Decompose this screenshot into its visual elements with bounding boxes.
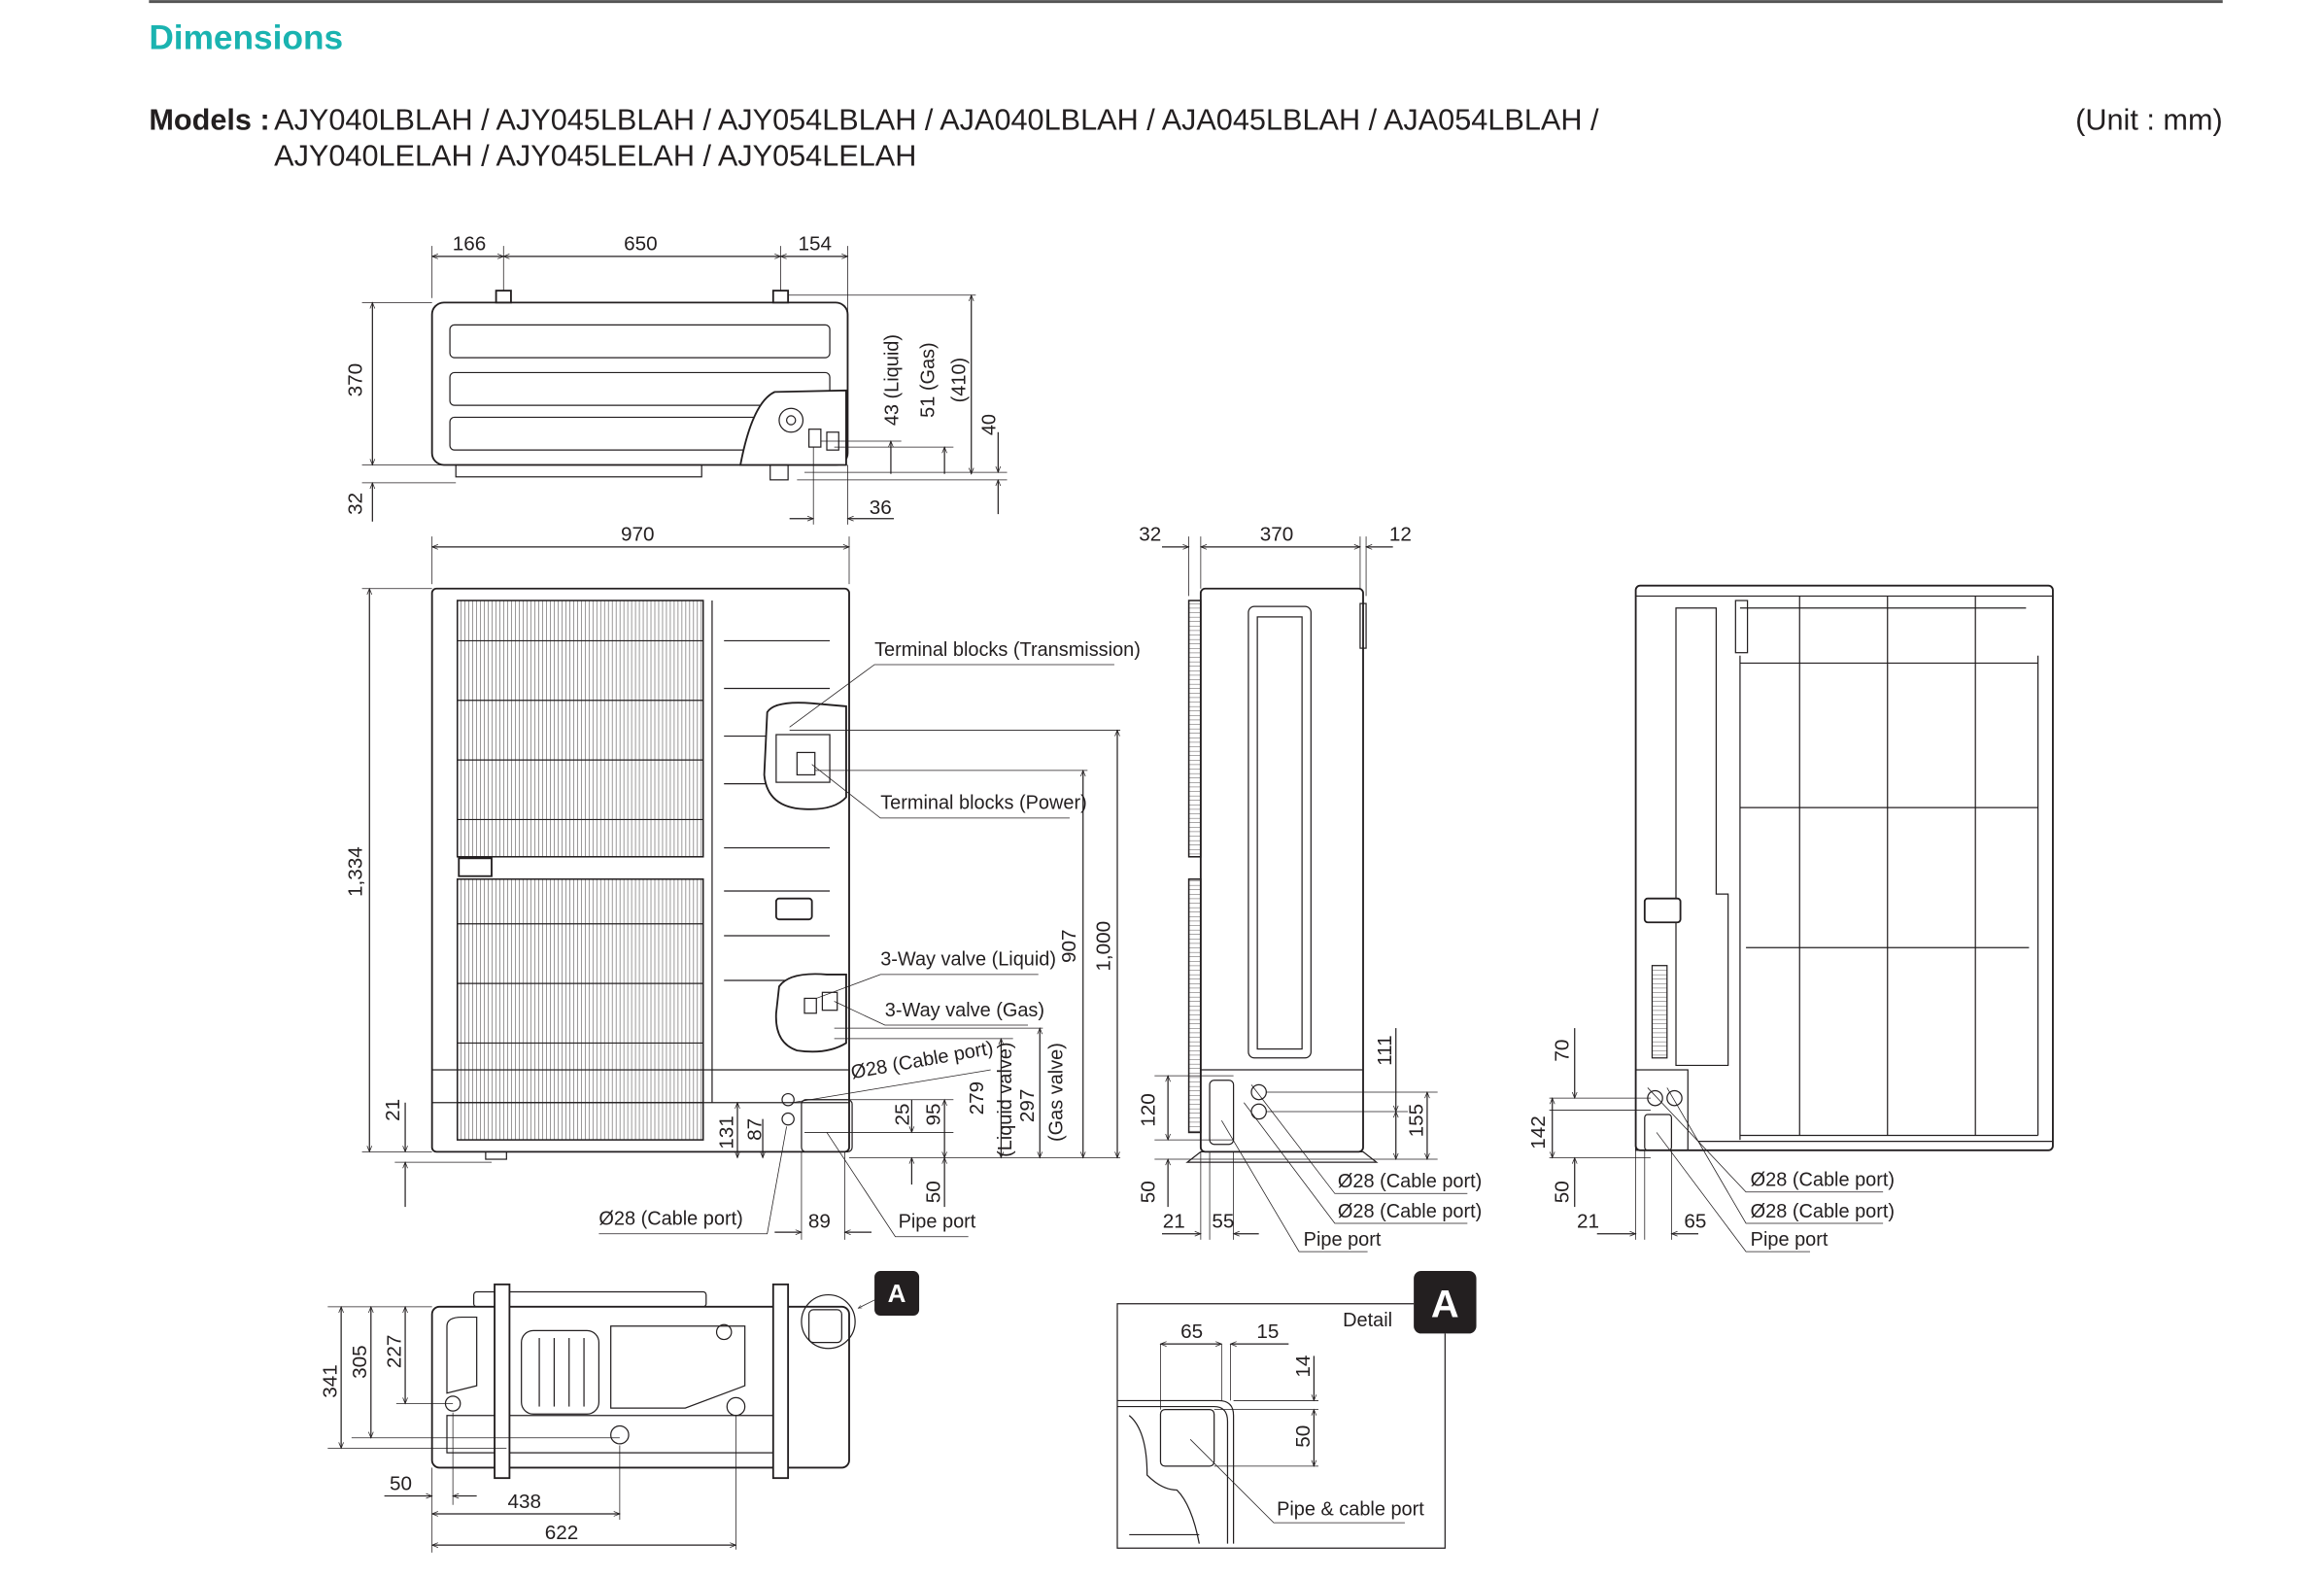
- detail-dim-14: 14: [1292, 1355, 1315, 1378]
- label-gas-valve: (Gas valve): [1045, 1043, 1067, 1142]
- dim-front-95: 95: [923, 1104, 945, 1126]
- dim-bottom-341: 341: [320, 1364, 342, 1398]
- dim-front-25: 25: [891, 1104, 913, 1126]
- dim-bottom-50: 50: [390, 1472, 412, 1494]
- label-terminal-transmission: Terminal blocks (Transmission): [874, 639, 1141, 661]
- dim-top-51-gas: 51 (Gas): [917, 342, 939, 417]
- dim-top-370: 370: [345, 363, 367, 397]
- dim-top-36: 36: [870, 497, 892, 519]
- dim-bottom-227: 227: [383, 1335, 405, 1369]
- detail-dim-65: 65: [1180, 1321, 1203, 1343]
- dim-front-87: 87: [744, 1118, 767, 1141]
- dim-front-907: 907: [1058, 930, 1080, 964]
- dim-top-166: 166: [453, 233, 487, 256]
- dim-front-1334: 1,334: [345, 846, 367, 897]
- dim-rear-50: 50: [1552, 1181, 1574, 1203]
- label-liquid-valve: (Liquid valve): [995, 1042, 1016, 1156]
- dim-side-50: 50: [1137, 1181, 1159, 1203]
- dim-rear-142: 142: [1527, 1115, 1550, 1149]
- page-title: Dimensions: [149, 19, 343, 57]
- models-label: Models :: [149, 104, 269, 137]
- dim-bottom-305: 305: [349, 1345, 371, 1379]
- dim-front-131: 131: [715, 1115, 737, 1149]
- top-view: 166 650 154 370 32 43 (Liquid) 51 (Gas) …: [345, 233, 1008, 525]
- label-cable-port-upper: Ø28 (Cable port): [849, 1038, 995, 1083]
- dim-side-111: 111: [1374, 1035, 1396, 1065]
- dim-rear-70: 70: [1552, 1040, 1574, 1062]
- front-view: 970 1,334 21 Terminal blocks (Transmissi…: [345, 524, 1141, 1240]
- dim-side-55: 55: [1212, 1211, 1234, 1233]
- label-side-cable-port-1: Ø28 (Cable port): [1338, 1171, 1482, 1192]
- label-rear-pipe-port: Pipe port: [1751, 1229, 1828, 1251]
- detail-port-label: Pipe & cable port: [1277, 1499, 1424, 1521]
- rear-view: 70 142 50 21 65 Ø28 (Cable port) Ø28 (Ca…: [1527, 584, 2054, 1252]
- models-line-1: AJY040LBLAH / AJY045LBLAH / AJY054LBLAH …: [274, 104, 1599, 137]
- dim-side-12: 12: [1389, 524, 1412, 546]
- label-valve-liquid: 3-Way valve (Liquid): [880, 949, 1056, 971]
- detail-a: A Detail 65 15 14 50 Pipe & cable port: [1116, 1271, 1477, 1549]
- dim-top-40: 40: [978, 414, 1000, 435]
- unit-label: (Unit : mm): [2075, 104, 2223, 137]
- dim-front-1000: 1,000: [1092, 921, 1114, 972]
- dim-top-43-liquid: 43 (Liquid): [882, 334, 904, 426]
- bottom-view: A 341 305 227 50 438 622: [320, 1271, 920, 1553]
- dim-front-21: 21: [382, 1099, 404, 1121]
- dim-bottom-438: 438: [507, 1491, 541, 1513]
- label-cable-port-lower: Ø28 (Cable port): [598, 1209, 742, 1230]
- detail-dim-50: 50: [1292, 1425, 1315, 1448]
- label-pipe-port: Pipe port: [899, 1212, 976, 1233]
- dim-rear-21: 21: [1577, 1211, 1599, 1233]
- dim-side-32: 32: [1139, 524, 1161, 546]
- models-line-2: AJY040LELAH / AJY045LELAH / AJY054LELAH: [274, 139, 916, 172]
- dim-top-154: 154: [798, 233, 832, 256]
- label-valve-gas: 3-Way valve (Gas): [885, 1000, 1044, 1021]
- bottom-detail-marker: A: [888, 1279, 906, 1308]
- label-terminal-power: Terminal blocks (Power): [880, 793, 1087, 814]
- dim-top-650: 650: [624, 233, 658, 256]
- dim-front-297: 297: [1016, 1089, 1039, 1123]
- dim-rear-65: 65: [1684, 1211, 1706, 1233]
- label-rear-cable-port-1: Ø28 (Cable port): [1751, 1170, 1895, 1191]
- dim-top-410: (410): [949, 358, 971, 403]
- dim-side-370: 370: [1260, 524, 1294, 546]
- dim-front-279: 279: [966, 1081, 988, 1115]
- dim-front-970: 970: [621, 524, 655, 546]
- detail-dim-15: 15: [1256, 1321, 1279, 1343]
- dim-side-120: 120: [1137, 1093, 1159, 1127]
- label-rear-cable-port-2: Ø28 (Cable port): [1751, 1201, 1895, 1222]
- dim-side-155: 155: [1405, 1104, 1427, 1138]
- dim-side-21: 21: [1163, 1211, 1185, 1233]
- dim-front-89: 89: [808, 1211, 831, 1233]
- dim-bottom-622: 622: [545, 1522, 579, 1544]
- label-side-cable-port-2: Ø28 (Cable port): [1338, 1201, 1482, 1222]
- label-side-pipe-port: Pipe port: [1304, 1229, 1382, 1251]
- dim-top-32: 32: [345, 493, 367, 515]
- side-view: 32 370 12 111 155 120 50 21 55 Ø28 (Cabl…: [1137, 524, 1482, 1252]
- detail-title: Detail: [1343, 1310, 1392, 1331]
- dim-front-50: 50: [923, 1181, 945, 1203]
- rear-grille: [1739, 596, 2039, 1141]
- detail-marker: A: [1431, 1284, 1459, 1326]
